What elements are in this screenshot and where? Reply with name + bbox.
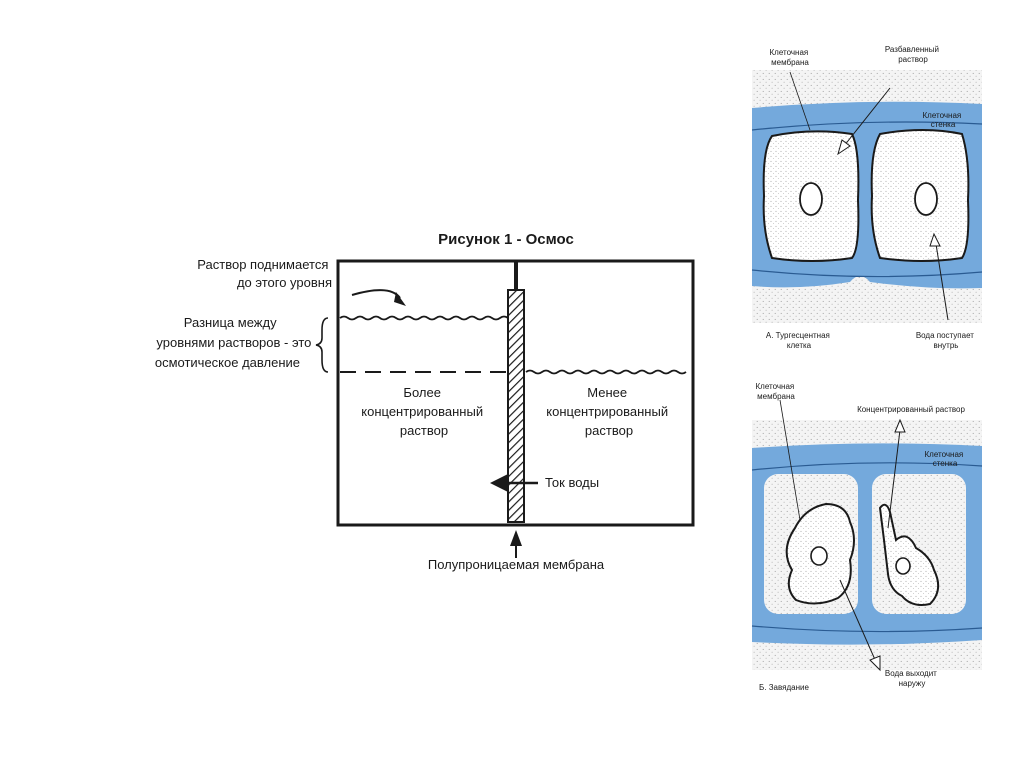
- panel-b-membrane-pointer: [779, 399, 801, 521]
- panel-a-wall-line-bottom: [751, 269, 983, 278]
- rise-arrow-line: [351, 289, 401, 299]
- plasmolysis-panel: Клеточная мембрана Концентрированный рас…: [751, 382, 983, 692]
- tank-outline: [336, 259, 695, 527]
- panel-b-out-arrow-bottom: [839, 579, 877, 663]
- panel-b-caption: Б. Завядание: [759, 683, 809, 692]
- panel-a-membrane-label: Клеточная мембрана: [770, 48, 811, 67]
- panel-a-wall-line-top: [751, 121, 983, 131]
- panel-a-water-arrowhead: [929, 232, 941, 247]
- figure-title: Рисунок 1 - Осмос: [438, 231, 574, 248]
- panel-a-dilute-arrowhead: [837, 139, 851, 156]
- left-water-surface: [339, 315, 517, 321]
- panel-b-out-arrowhead-top: [894, 418, 906, 433]
- panel-b-membrane-label: Клеточная мембрана: [756, 382, 797, 401]
- pressure-brace: [315, 317, 329, 373]
- turgid-cell-panel: Клеточная мембрана Разбавленный раствор …: [751, 45, 983, 350]
- panel-b-wall-label: Клеточная стенка: [925, 450, 966, 468]
- semipermeable-membrane: [507, 289, 525, 523]
- rise-label: Раствор поднимается до этого уровня: [197, 257, 332, 290]
- membrane-pointer-head: [510, 530, 522, 546]
- panel-a-wall-label: Клеточная стенка: [923, 111, 964, 129]
- right-solution-label: Менее концентрированный раствор: [546, 385, 671, 438]
- panel-b-cell-right-shrunk: [878, 503, 940, 606]
- panel-a-nucleus-right: [914, 182, 938, 216]
- membrane-label: Полупроницаемая мембрана: [428, 557, 605, 572]
- panel-a-water-label: Вода поступает внутрь: [916, 331, 976, 350]
- panel-a-dilute-label: Разбавленный раствор: [885, 45, 941, 64]
- right-water-surface: [525, 369, 687, 375]
- rise-arrow-head: [394, 292, 406, 306]
- osmosis-diagram: Рисунок 1 - Осмос Раствор поднимается до…: [155, 231, 695, 572]
- panel-b-out-arrow-top: [887, 429, 901, 529]
- panel-b-concentrated-label: Концентрированный раствор: [857, 405, 965, 414]
- panel-a-dilute-arrow: [843, 87, 891, 147]
- panel-b-nucleus-left: [810, 546, 828, 566]
- panel-b-wall-line-bottom: [751, 625, 983, 633]
- panel-a-water-arrow: [935, 243, 949, 321]
- water-flow-label: Ток воды: [545, 475, 599, 490]
- panel-b-water-label: Вода выходит наружу: [885, 669, 939, 688]
- panel-b-wall-line-top: [751, 462, 983, 471]
- panel-b-out-arrowhead-bottom: [869, 655, 881, 672]
- panel-a-membrane-pointer: [789, 71, 811, 131]
- panel-a-nucleus-left: [799, 182, 823, 216]
- osmotic-pressure-label: Разница между уровнями растворов - это о…: [155, 315, 315, 370]
- panel-b-nucleus-right: [895, 557, 911, 575]
- panel-a-caption: А. Тургесцентная клетка: [766, 331, 832, 350]
- flow-arrow-head: [490, 474, 508, 492]
- left-solution-label: Более концентрированный раствор: [361, 385, 486, 438]
